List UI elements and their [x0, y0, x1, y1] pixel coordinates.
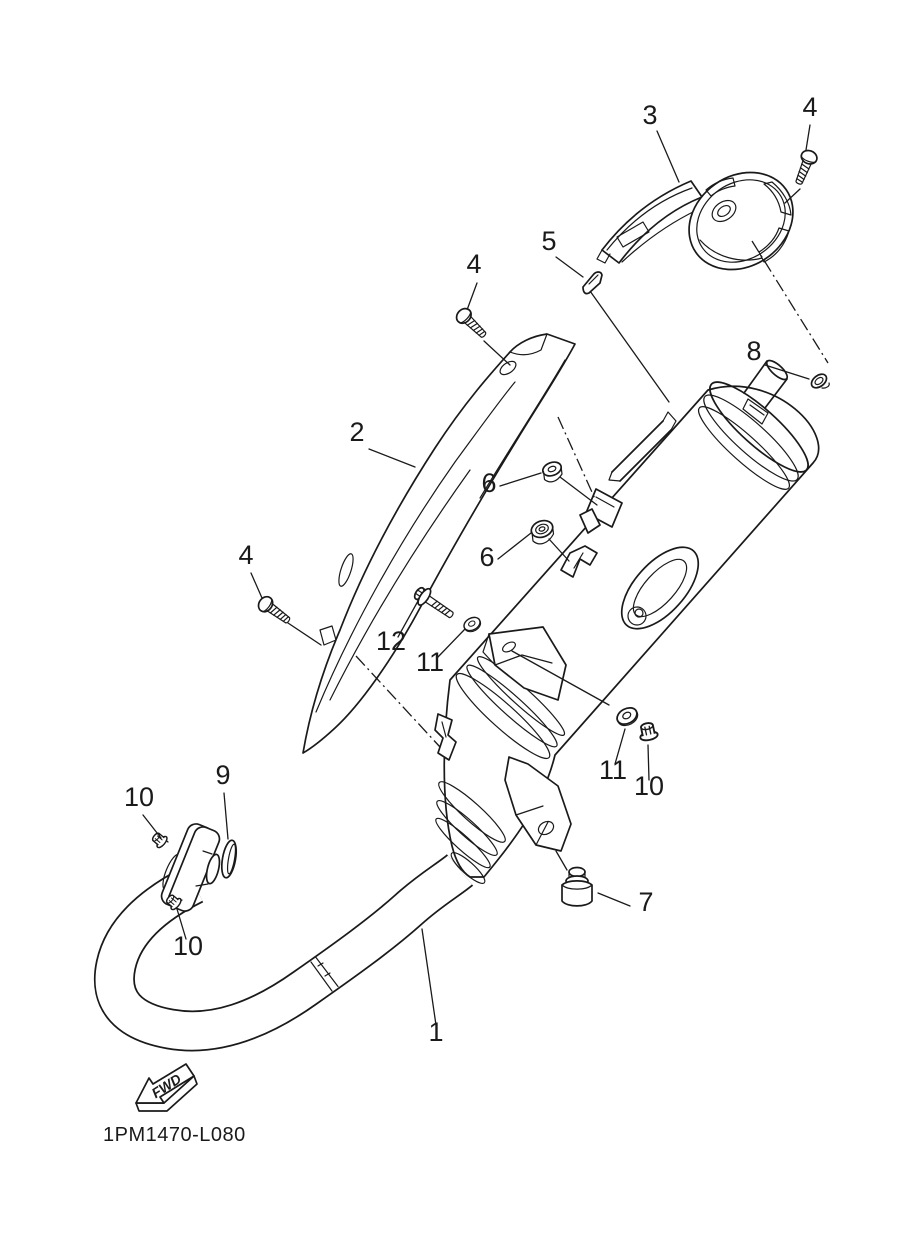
- pipe-weld-band: [310, 956, 339, 992]
- screw-4-left: [254, 593, 295, 629]
- muffler-emblem: [620, 546, 700, 630]
- callout-11: 11: [599, 755, 627, 785]
- bolt-12: [410, 582, 459, 625]
- callout-4: 4: [802, 92, 817, 122]
- muffler-body: [434, 359, 820, 884]
- pipe-shield-bracket: [434, 713, 457, 761]
- exhaust-pipe: [94, 853, 474, 1052]
- callout-9: 9: [215, 760, 230, 790]
- callout-6: 6: [481, 468, 496, 498]
- exhaust-gasket: [220, 839, 238, 879]
- fwd-arrow-face: [135, 1063, 195, 1104]
- callout-8: 8: [746, 336, 761, 366]
- callout-2: 2: [349, 417, 364, 447]
- callout-10: 10: [173, 931, 203, 961]
- muffler-outlet: [742, 359, 789, 425]
- screw-8: [810, 373, 830, 389]
- shield-notch: [319, 625, 337, 646]
- callout-11: 11: [416, 647, 444, 677]
- damper-7: [561, 866, 593, 907]
- callout-10: 10: [124, 782, 154, 812]
- leader-lines: [142, 124, 811, 1026]
- end-cover: [596, 171, 794, 271]
- muffler-cone-ribs: [435, 781, 506, 884]
- callout-12: 12: [376, 626, 406, 656]
- grommet-6-lower: [530, 519, 555, 545]
- callout-1: 1: [428, 1017, 443, 1047]
- flange-outlet-stub: [195, 850, 221, 887]
- screw-4-top: [790, 147, 820, 188]
- construction-lines: [287, 188, 829, 871]
- tail-rim: [709, 381, 809, 473]
- callout-3: 3: [642, 100, 657, 130]
- callout-4: 4: [238, 540, 253, 570]
- washer-11-upper: [460, 614, 484, 636]
- shield-slot: [338, 553, 354, 587]
- callout-10: 10: [634, 771, 664, 801]
- clip-5: [582, 271, 603, 295]
- muffler-stay: [579, 411, 677, 534]
- nut-10-right: [636, 720, 660, 743]
- shield-bolt-tab: [499, 360, 517, 376]
- callout-4: 4: [466, 249, 481, 279]
- washer-11-lower: [613, 703, 642, 730]
- exhaust-flange: [149, 823, 221, 912]
- hook-bracket: [560, 545, 598, 578]
- callout-6: 6: [479, 542, 494, 572]
- upper-mount-bracket: [482, 626, 567, 701]
- callout-5: 5: [541, 226, 556, 256]
- fwd-arrow: FWD: [135, 1063, 198, 1112]
- heat-shield: [302, 333, 576, 754]
- grommet-6-upper: [541, 461, 563, 483]
- stud-nut-upper: [149, 829, 170, 850]
- callout-7: 7: [638, 887, 653, 917]
- lower-mount-bracket: [504, 756, 572, 852]
- screw-4-middle: [452, 304, 491, 343]
- drawing-code: 1PM1470-L080: [103, 1124, 246, 1146]
